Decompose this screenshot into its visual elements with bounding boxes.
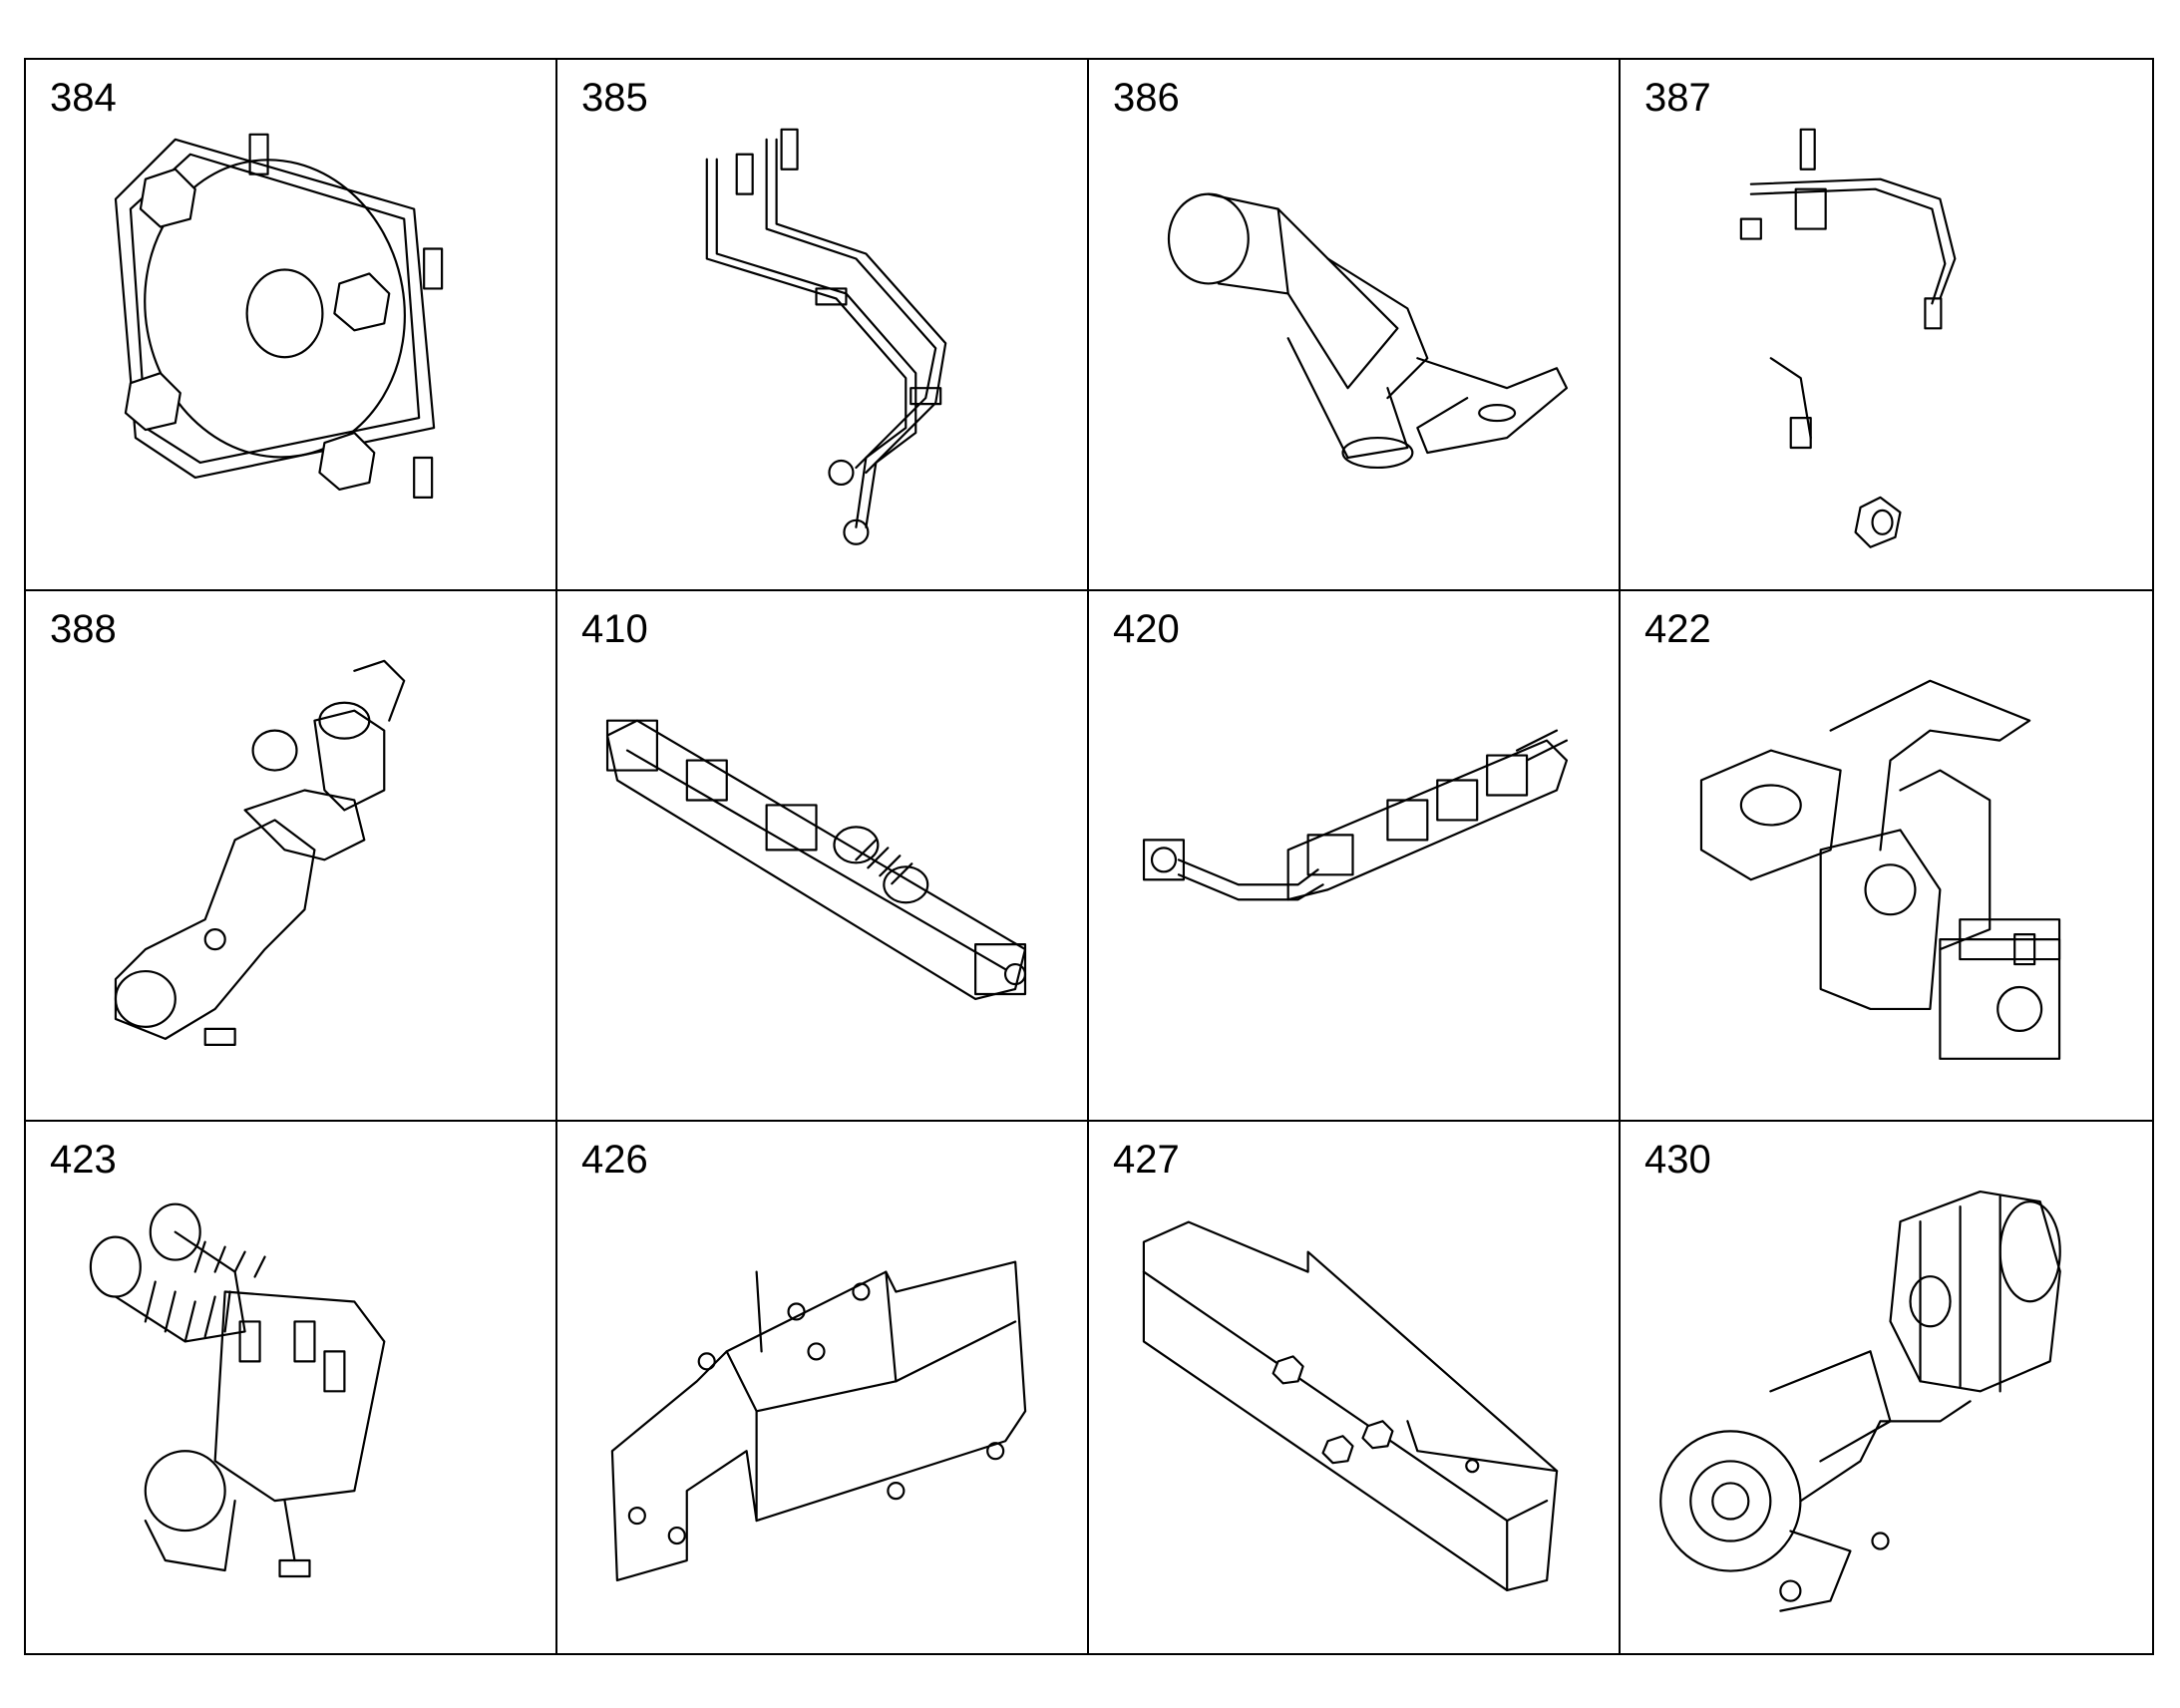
part-cell-388[interactable]: 388 (26, 590, 557, 1123)
part-number: 387 (1644, 76, 1711, 120)
bracket-valve-icon (1699, 679, 2061, 1060)
thermostat-housing-icon (114, 659, 406, 1046)
part-number: 427 (1113, 1138, 1180, 1183)
part-number: 386 (1113, 76, 1180, 120)
part-cell-422[interactable]: 422 (1621, 591, 2152, 1123)
egr-cooler-icon (1142, 729, 1569, 900)
part-cell-384[interactable]: 384 (26, 60, 557, 591)
part-number: 388 (50, 606, 117, 651)
part-cell-385[interactable]: 385 (557, 60, 1089, 591)
part-cell-386[interactable]: 386 (1089, 60, 1621, 591)
part-cell-423[interactable]: 423 (26, 1122, 557, 1653)
part-cell-426[interactable]: 426 (557, 1122, 1089, 1653)
cooler-assembly-icon (605, 719, 1027, 1000)
part-number: 423 (50, 1138, 117, 1183)
part-cell-387[interactable]: 387 (1621, 60, 2152, 591)
part-cell-420[interactable]: 420 (1089, 590, 1621, 1123)
shield-plate-icon (1142, 1220, 1559, 1592)
turbocharger-icon (1659, 1191, 2061, 1613)
part-number: 385 (581, 76, 648, 120)
part-cell-427[interactable]: 427 (1089, 1122, 1621, 1653)
heat-shield-icon (610, 1260, 1027, 1582)
part-number: 420 (1113, 606, 1180, 651)
part-cell-430[interactable]: 430 (1621, 1122, 2152, 1653)
valve-fitting-icon (1167, 192, 1569, 470)
part-number: 384 (50, 76, 117, 120)
cover-plate-icon (114, 133, 444, 499)
pipe-assembly-icon (705, 128, 947, 545)
part-number: 426 (581, 1138, 648, 1183)
part-number: 410 (581, 606, 648, 651)
parts-grid: 384 385 (24, 58, 2154, 1655)
part-number: 422 (1644, 606, 1711, 651)
part-cell-410[interactable]: 410 (557, 590, 1089, 1123)
part-number: 430 (1644, 1138, 1711, 1183)
fitting-set-icon (1739, 128, 1957, 548)
manifold-bellows-icon (89, 1202, 386, 1578)
